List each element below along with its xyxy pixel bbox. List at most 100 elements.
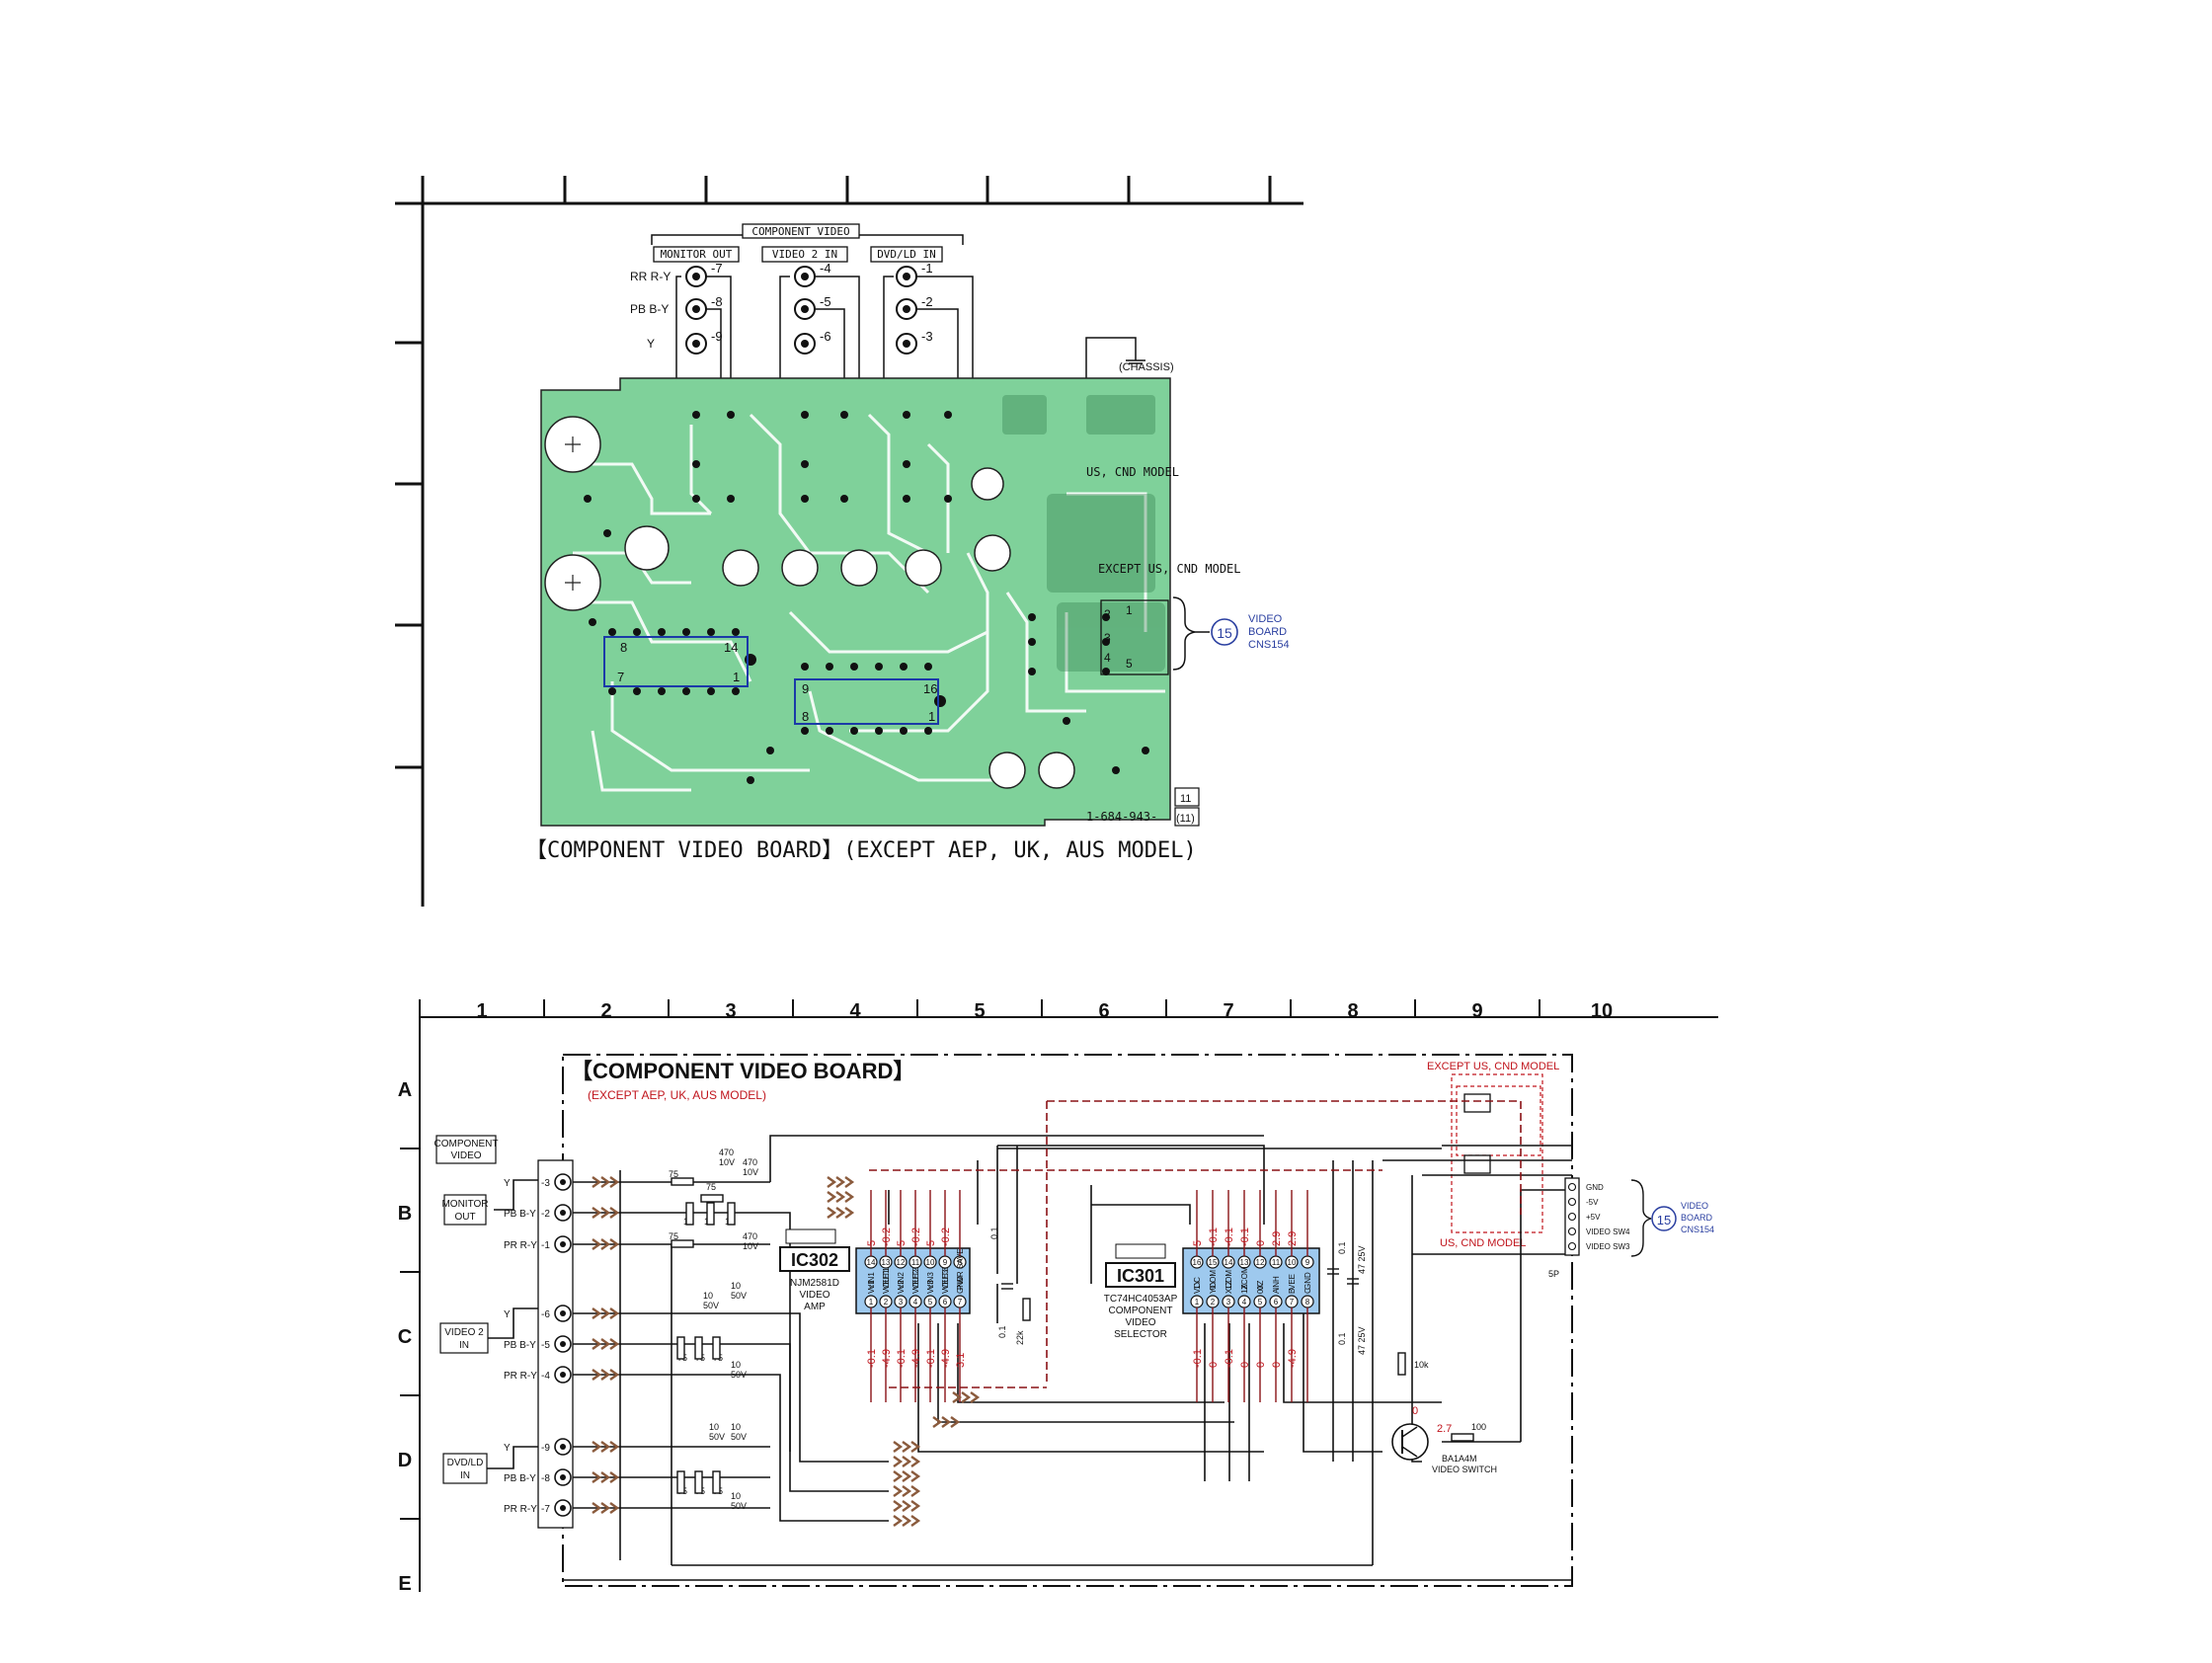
- model-variant-box: [1451, 1073, 1543, 1233]
- ic-pin-name: Vc1: [867, 1280, 876, 1294]
- ic-pin-name: VIN2: [897, 1272, 906, 1290]
- ic-pin-number: 3: [899, 1298, 904, 1307]
- column-label: 2: [600, 1000, 611, 1022]
- ic-pin-number: 1: [1195, 1298, 1200, 1307]
- signal-arrow: [932, 1416, 961, 1428]
- cap-label: 10V: [743, 1241, 758, 1251]
- pcb-board: 8 14 7 1 9 16 8 1 US, CND MODEL EXCEPT U…: [540, 377, 1241, 827]
- ic-pin-number: 10: [926, 1258, 935, 1267]
- ic-pin-name: 0Y: [1209, 1280, 1218, 1290]
- pin-voltage: -0.1: [1208, 1227, 1220, 1246]
- ic-pin-name: VEE1: [882, 1269, 891, 1290]
- schematic-title: 【COMPONENT VIDEO BOARD】: [571, 1059, 914, 1083]
- ic-pin-number: 15: [1209, 1258, 1218, 1267]
- signal-arrow: [592, 1238, 620, 1250]
- jack-pin: -2: [921, 294, 933, 309]
- pin-voltage: -0.2: [910, 1227, 922, 1246]
- cap-label: 47 25V: [1357, 1326, 1367, 1355]
- column-label: 6: [1098, 1000, 1109, 1022]
- jumper-box: [1463, 1093, 1491, 1113]
- ic-pin-name: 0X: [1256, 1284, 1265, 1294]
- ic-pin-number: 11: [911, 1258, 920, 1267]
- pcb-grid-frame: [395, 176, 1304, 907]
- cap-label: 50V: [731, 1432, 747, 1442]
- ic-pin: 1: [733, 670, 740, 684]
- cap-label: 22k: [1015, 1330, 1025, 1345]
- connector-pin: [1567, 1227, 1577, 1236]
- ic-pin-number: 14: [867, 1258, 876, 1267]
- signal-arrow: [592, 1307, 620, 1319]
- ic-pin-name: VCC: [1193, 1277, 1202, 1294]
- board-outline: [562, 1054, 1573, 1587]
- row-label: D: [398, 1450, 412, 1471]
- ic302-desc2: AMP: [804, 1302, 826, 1312]
- ic-pin-number: 7: [1290, 1298, 1295, 1307]
- pin-voltage: -0.1: [1224, 1227, 1235, 1246]
- cap-label: 0.1: [989, 1227, 999, 1239]
- signal-arrow: [893, 1441, 921, 1453]
- ref-line: CNS154: [1681, 1225, 1714, 1234]
- ic-pin: 8: [802, 709, 809, 724]
- jack-group-monitor-out: MONITOR OUT -7 -8 -9 RR R-Y PB B-Y Y: [630, 246, 740, 355]
- ic302-desc1: VIDEO: [799, 1290, 830, 1301]
- row-label: RR R-Y: [630, 270, 671, 283]
- ic-pin-number: 12: [1256, 1258, 1265, 1267]
- ref-number: 15: [1217, 625, 1232, 641]
- jack-pin: -3: [921, 329, 933, 344]
- jack-pin: -7: [541, 1504, 550, 1515]
- ic-pin-number: 6: [943, 1298, 948, 1307]
- transistor-video-switch: 2.7 0 100 BA1A4M VIDEO SWITCH: [1391, 1405, 1497, 1474]
- column-label: 10: [1591, 1000, 1613, 1022]
- cap-label: 470: [719, 1148, 734, 1157]
- pin-voltage: 0: [1208, 1362, 1220, 1368]
- ic-pin-name: 0Z: [1256, 1281, 1265, 1290]
- column-label: 9: [1471, 1000, 1482, 1022]
- box-line: VIDEO 2: [444, 1327, 484, 1338]
- ic302-pins: 14Vc1513VOUT1-0.212Vc2511VOUT2-0.210Vc35…: [864, 1190, 967, 1402]
- ic-pin-name: B: [1288, 1289, 1297, 1294]
- ic-pin-number: 12: [897, 1258, 906, 1267]
- column-label: 1: [476, 1000, 487, 1022]
- ic301-ref: IC301: [1117, 1266, 1164, 1286]
- connector-pin: [1567, 1212, 1577, 1222]
- jack-pin: -6: [541, 1309, 550, 1320]
- jack-center: [560, 1341, 566, 1347]
- box-line: IN: [459, 1340, 469, 1351]
- column-label: 3: [725, 1000, 736, 1022]
- column-label: 7: [1223, 1000, 1233, 1022]
- jack-list: Y-3PB B-Y-2PR R-Y-1Y-6PB B-Y-5PR R-Y-4Y-…: [504, 1173, 572, 1517]
- connector-label: GND: [1586, 1183, 1604, 1192]
- cap-label: 50V: [731, 1291, 747, 1301]
- except-us-cnd-label: EXCEPT US, CND MODEL: [1098, 562, 1241, 576]
- signal-arrow: [592, 1471, 620, 1483]
- schematic-grid: 1 2 3 4 5 6 7 8 9 10 A B C D E: [398, 999, 1718, 1595]
- signal-arrow: [893, 1470, 921, 1482]
- connector-pin: [1567, 1182, 1577, 1192]
- pin-voltage: -0.2: [881, 1227, 893, 1246]
- cap-label: 10: [703, 1291, 713, 1301]
- ic-pin-name: VIN3: [926, 1272, 935, 1290]
- jack-pin: -4: [541, 1371, 550, 1382]
- ic-pin-number: 13: [882, 1258, 891, 1267]
- jack-group-video2-in: VIDEO 2 IN -4 -5 -6: [761, 246, 848, 355]
- ic301-pins: 16VCC515YCOM-0.114XCOM-0.1131X-0.1120X01…: [1190, 1190, 1314, 1402]
- ic-pin-number: 6: [1274, 1298, 1279, 1307]
- connector-pin: [1567, 1197, 1577, 1207]
- cap-label: 10: [731, 1281, 741, 1291]
- box-line: DVD/LD: [447, 1458, 484, 1468]
- box-line: OUT: [454, 1212, 475, 1223]
- us-cnd-label: US, CND MODEL: [1086, 465, 1179, 479]
- pin-voltage: -4.9: [1287, 1349, 1299, 1368]
- signal-arrow: [952, 1391, 981, 1403]
- jumper-box: [1463, 1154, 1491, 1174]
- row-label: C: [398, 1326, 412, 1348]
- ic-pin-name: 1Z: [1224, 1281, 1233, 1290]
- jack-center: [560, 1372, 566, 1378]
- connector-label: VIDEO SW3: [1586, 1242, 1630, 1251]
- pcb-ic302-outline: [603, 636, 749, 687]
- pin-voltage: -0.1: [896, 1349, 908, 1368]
- jack-name: PR R-Y: [504, 1504, 537, 1515]
- pin-voltage: -0.1: [1224, 1349, 1235, 1368]
- jack-name: PB B-Y: [504, 1473, 536, 1484]
- res-label: 75: [706, 1182, 716, 1192]
